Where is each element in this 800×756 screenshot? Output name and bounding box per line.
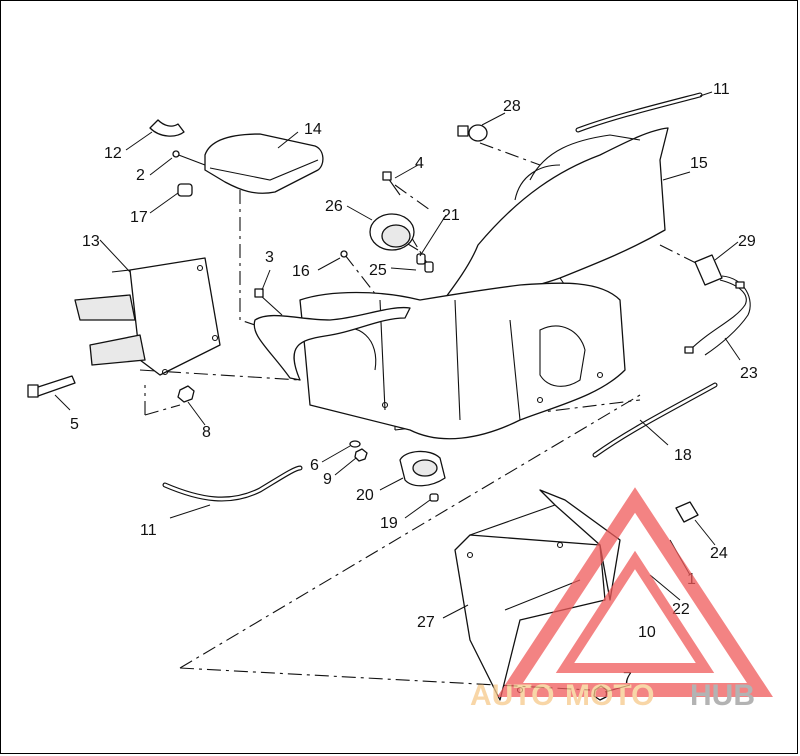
callout-5: 5 bbox=[70, 416, 79, 433]
lamp-housing bbox=[399, 450, 446, 487]
callout-29: 29 bbox=[738, 233, 756, 250]
fastener-16 bbox=[340, 250, 348, 258]
seal-strip-upper bbox=[575, 92, 703, 133]
callout-18: 18 bbox=[674, 447, 692, 464]
connector-block bbox=[675, 501, 699, 523]
front-trim-molding bbox=[253, 306, 411, 381]
callout-8: 8 bbox=[202, 424, 211, 441]
clip bbox=[149, 119, 185, 137]
callout-11-lower: 11 bbox=[140, 522, 157, 539]
callout-23: 23 bbox=[740, 365, 758, 382]
watermark-triangle-inner bbox=[555, 550, 715, 673]
callout-9: 9 bbox=[323, 471, 332, 488]
callout-3: 3 bbox=[265, 249, 274, 266]
callout-21: 21 bbox=[442, 207, 460, 224]
callout-17: 17 bbox=[130, 209, 148, 226]
inner-fairing-body bbox=[299, 282, 626, 440]
watermark-word-auto: AUTO bbox=[470, 679, 554, 712]
callout-22: 22 bbox=[672, 601, 690, 618]
screw-small bbox=[172, 150, 206, 166]
seal-strip-lower bbox=[162, 465, 303, 502]
callout-20: 20 bbox=[356, 487, 374, 504]
small-bulb bbox=[429, 493, 439, 502]
callout-6: 6 bbox=[310, 457, 319, 474]
spacer bbox=[177, 183, 193, 197]
callout-13: 13 bbox=[82, 233, 100, 250]
callout-10: 10 bbox=[638, 624, 656, 641]
callout-4: 4 bbox=[415, 155, 424, 172]
callout-28: 28 bbox=[503, 98, 521, 115]
callout-12: 12 bbox=[104, 145, 122, 162]
watermark-word-hub: HUB bbox=[690, 679, 755, 712]
connector-harness bbox=[684, 254, 751, 356]
callout-14: 14 bbox=[304, 121, 322, 138]
callout-15: 15 bbox=[690, 155, 708, 172]
callout-11-upper: 11 bbox=[713, 81, 730, 98]
callout-2: 2 bbox=[136, 167, 145, 184]
callout-16: 16 bbox=[292, 263, 310, 280]
trim-strip bbox=[592, 382, 718, 458]
nut bbox=[177, 385, 195, 403]
bulb-socket bbox=[416, 253, 434, 273]
bolt-3 bbox=[254, 288, 283, 316]
washer-nut bbox=[349, 440, 368, 462]
watermark-word-moto: MOTO bbox=[565, 679, 654, 712]
callout-25: 25 bbox=[369, 262, 387, 279]
callout-27: 27 bbox=[417, 614, 435, 631]
callout-24: 24 bbox=[710, 545, 728, 562]
long-bolt bbox=[27, 375, 76, 398]
bolt-4 bbox=[382, 171, 401, 196]
plug bbox=[457, 124, 488, 142]
gauge bbox=[369, 213, 419, 251]
glove-box-lid bbox=[204, 133, 324, 194]
watermark-triangle-outer bbox=[497, 487, 773, 697]
callout-19: 19 bbox=[380, 515, 398, 532]
callout-26: 26 bbox=[325, 198, 343, 215]
callout-labels: 12 2 17 13 5 8 3 16 14 4 26 21 25 28 11 … bbox=[70, 81, 758, 687]
watermark: AUTO MOTO HUB bbox=[470, 487, 773, 712]
callout-7: 7 bbox=[623, 670, 632, 687]
mounting-bracket bbox=[74, 257, 221, 376]
